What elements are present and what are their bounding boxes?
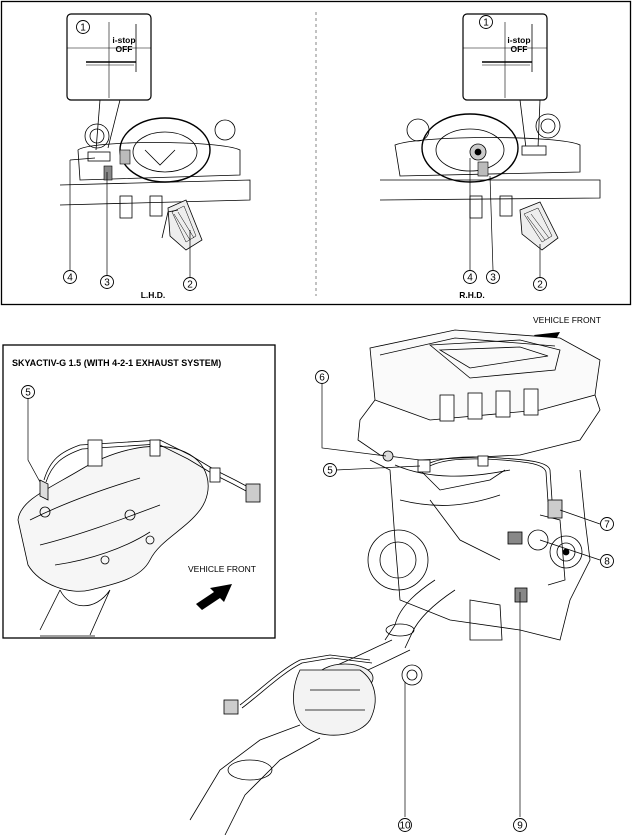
istop-label-lhd: i-stop xyxy=(112,35,135,45)
callout-circle xyxy=(600,554,614,568)
callout-4-lhd: 4 xyxy=(67,273,73,284)
callout-circle xyxy=(463,270,477,284)
callout-5-engine: 5 xyxy=(327,466,333,477)
istop-label-rhd: i-stop xyxy=(507,35,530,45)
engine-leader-lines xyxy=(321,384,601,817)
rhd-switch-inset: 1 i-stop OFF xyxy=(462,13,548,149)
callout-circle xyxy=(486,270,500,284)
rhd-leader-lines xyxy=(469,158,541,278)
engine-illustration xyxy=(189,329,601,835)
callout-8: 8 xyxy=(604,557,610,568)
vehicle-front-arrow-inset xyxy=(196,584,232,610)
callout-3-rhd: 3 xyxy=(490,273,496,284)
vehicle-front-label-inset: VEHICLE FRONT xyxy=(188,564,256,574)
callout-circle xyxy=(183,277,197,291)
leader-5-inset xyxy=(27,399,41,483)
lhd-leader-lines xyxy=(69,157,191,278)
callout-2-lhd: 2 xyxy=(187,280,193,291)
inset-panel-frame xyxy=(2,344,276,639)
callout-3-lhd: 3 xyxy=(104,278,110,289)
callout-2-rhd: 2 xyxy=(537,280,543,291)
inset-title: SKYACTIV-G 1.5 (WITH 4-2-1 EXHAUST SYSTE… xyxy=(12,358,221,368)
callout-4-rhd: 4 xyxy=(467,273,473,284)
vehicle-front-label-engine: VEHICLE FRONT xyxy=(533,315,601,325)
callout-circle xyxy=(398,818,412,832)
callout-6: 6 xyxy=(319,373,325,384)
callout-circle xyxy=(76,20,90,34)
caption-rhd: R.H.D. xyxy=(459,290,485,300)
callout-circle xyxy=(21,385,35,399)
off-label-lhd: OFF xyxy=(116,44,133,54)
callout-circle xyxy=(63,270,77,284)
callout-circle xyxy=(315,370,329,384)
rhd-cockpit-illustration xyxy=(379,113,601,251)
callout-circle xyxy=(479,15,493,29)
callout-1-lhd: 1 xyxy=(80,23,86,34)
callout-circle xyxy=(533,277,547,291)
callout-9: 9 xyxy=(517,821,523,832)
lhd-cockpit-illustration xyxy=(59,117,251,251)
callout-circle xyxy=(600,517,614,531)
caption-lhd: L.H.D. xyxy=(141,290,166,300)
callout-5-inset: 5 xyxy=(25,388,31,399)
callout-circle xyxy=(100,275,114,289)
top-panel-frame xyxy=(0,0,632,306)
lhd-switch-inset: 1 i-stop OFF xyxy=(66,13,152,151)
callout-1-rhd: 1 xyxy=(483,18,489,29)
exhaust-manifold-illustration xyxy=(17,439,261,637)
callout-circle xyxy=(323,463,337,477)
callout-7: 7 xyxy=(604,520,610,531)
callout-10: 10 xyxy=(399,821,411,832)
callout-circle xyxy=(513,818,527,832)
off-label-rhd: OFF xyxy=(511,44,528,54)
